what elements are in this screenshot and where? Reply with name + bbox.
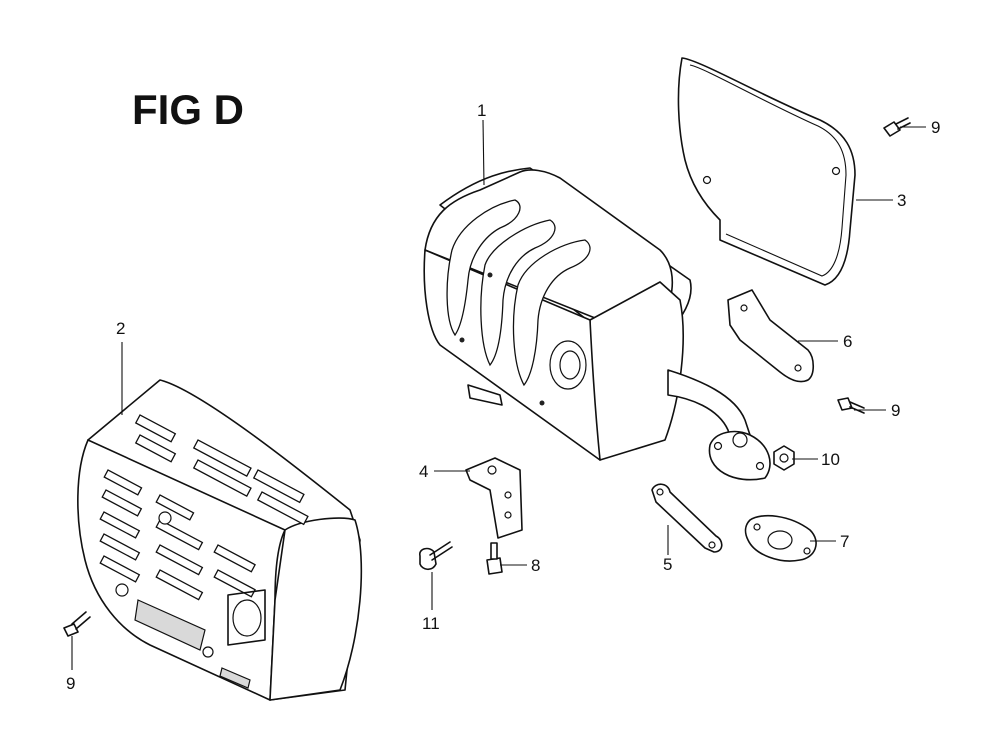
callout-3: 3 (897, 191, 907, 210)
callout-1: 1 (477, 101, 487, 120)
gasket-7-part (744, 514, 817, 562)
callout-8: 8 (531, 556, 541, 575)
callout-6: 6 (843, 332, 853, 351)
figure-title: FIG D (132, 86, 244, 133)
nut-10-part (773, 445, 795, 471)
muffler-part (423, 167, 771, 481)
callout-4: 4 (419, 462, 429, 481)
bolt-11-part (419, 541, 453, 571)
leader-lines (71, 119, 926, 670)
heat-shield-part (677, 57, 856, 286)
callout-9-top: 9 (931, 118, 941, 137)
bolt-9-top-part (883, 117, 911, 137)
callout-7: 7 (840, 532, 850, 551)
bracket-6-part (727, 289, 815, 383)
bolt-9-left-part (63, 611, 91, 637)
bracket-4-part (465, 457, 523, 539)
bolt-9-mid-part (837, 397, 865, 414)
stay-5-part (651, 483, 723, 553)
muffler-protector-part (77, 379, 363, 701)
callout-2: 2 (116, 319, 126, 338)
callout-11: 11 (422, 614, 440, 633)
bolt-8-part (486, 542, 503, 575)
callout-5: 5 (663, 555, 673, 574)
callout-10: 10 (821, 450, 840, 469)
callout-9-left: 9 (66, 674, 76, 693)
callout-9-mid: 9 (891, 401, 901, 420)
